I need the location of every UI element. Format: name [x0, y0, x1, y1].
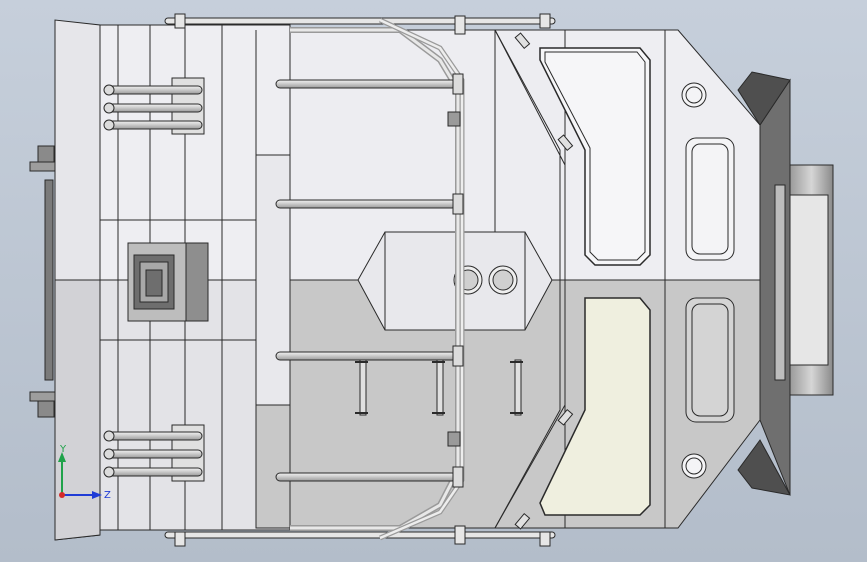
handrails	[164, 13, 556, 547]
cab-windows	[539, 47, 735, 516]
grab-handles	[355, 32, 574, 530]
nose-section	[737, 71, 834, 496]
exhaust-stacks	[103, 77, 205, 482]
control-box	[127, 242, 209, 322]
left-end-cap	[29, 145, 56, 418]
coordinate-triad: Y Z	[58, 444, 111, 501]
y-axis-label: Y	[59, 444, 67, 455]
cross-rails	[275, 73, 464, 488]
z-axis-label: Z	[104, 490, 111, 501]
